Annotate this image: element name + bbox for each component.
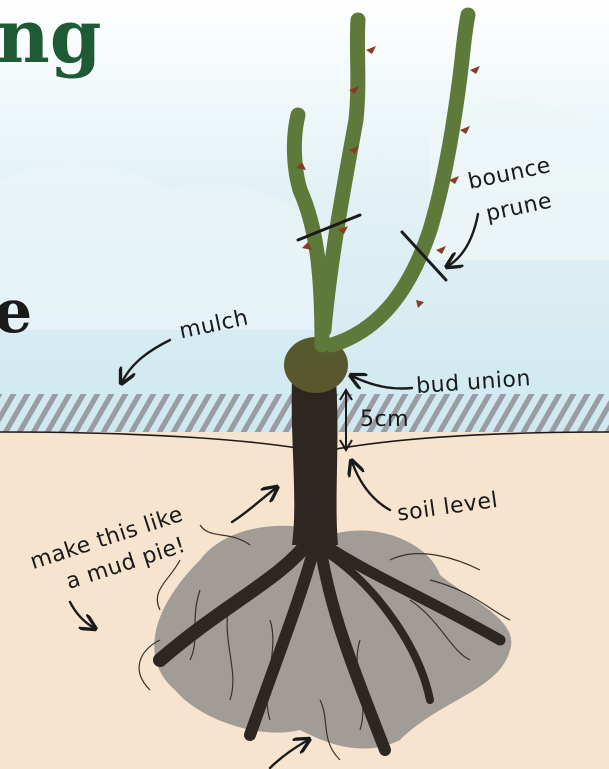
side-letter: e <box>0 277 32 347</box>
measure-label: 5cm <box>360 407 409 432</box>
title-fragment: ng <box>0 0 102 80</box>
rose-trunk <box>292 380 338 545</box>
